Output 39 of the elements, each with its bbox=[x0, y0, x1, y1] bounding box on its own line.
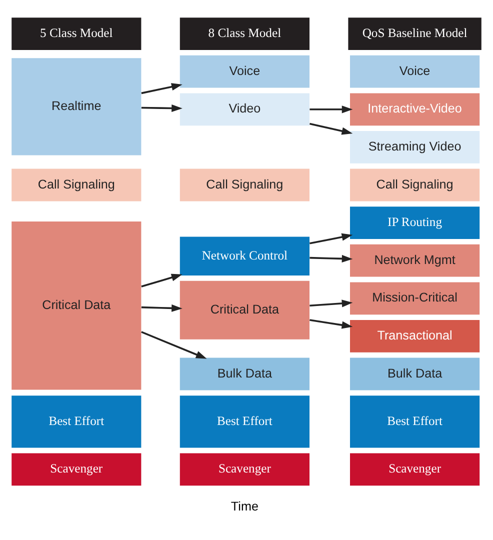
node-box: Call Signaling bbox=[350, 168, 480, 201]
node-box: Call Signaling bbox=[12, 168, 142, 201]
arrow bbox=[141, 330, 207, 358]
arrow bbox=[141, 304, 182, 312]
node-box: Streaming Video bbox=[350, 130, 480, 163]
node-box: Scavenger bbox=[180, 452, 310, 486]
node-box: Bulk Data bbox=[180, 357, 310, 390]
arrow bbox=[310, 122, 353, 134]
arrow bbox=[141, 273, 182, 287]
node-box: Realtime bbox=[12, 58, 142, 155]
node-box: Mission-Critical bbox=[350, 282, 480, 314]
node-box: Scavenger bbox=[12, 452, 142, 486]
node-box: Network Control bbox=[180, 236, 310, 275]
node-box: Transactional bbox=[350, 320, 480, 352]
node-box: Bulk Data bbox=[350, 357, 480, 390]
node-box: Video bbox=[180, 92, 310, 126]
node-box: Voice bbox=[180, 54, 310, 88]
node-box: Best Effort bbox=[350, 395, 480, 448]
node-box: Best Effort bbox=[12, 395, 142, 448]
node-box: Best Effort bbox=[180, 395, 310, 448]
arrow bbox=[310, 105, 353, 113]
node-box: 5 Class Model bbox=[12, 17, 142, 50]
node-box: Interactive-Video bbox=[350, 92, 480, 126]
node-box: Scavenger bbox=[350, 452, 480, 486]
arrow bbox=[141, 104, 182, 112]
node-box: IP Routing bbox=[350, 206, 480, 238]
node-box: Critical Data bbox=[12, 220, 142, 390]
label: Time bbox=[230, 499, 258, 514]
arrow bbox=[310, 232, 353, 244]
node-box: 8 Class Model bbox=[180, 17, 310, 50]
node-box: Network Mgmt bbox=[350, 244, 480, 276]
node-box: Call Signaling bbox=[180, 168, 310, 201]
arrow bbox=[310, 318, 353, 328]
arrow bbox=[310, 299, 353, 307]
node-box: Voice bbox=[350, 54, 480, 88]
arrow bbox=[141, 82, 182, 94]
arrow bbox=[310, 254, 353, 262]
node-box: QoS Baseline Model bbox=[348, 17, 482, 50]
node-box: Critical Data bbox=[180, 280, 310, 339]
